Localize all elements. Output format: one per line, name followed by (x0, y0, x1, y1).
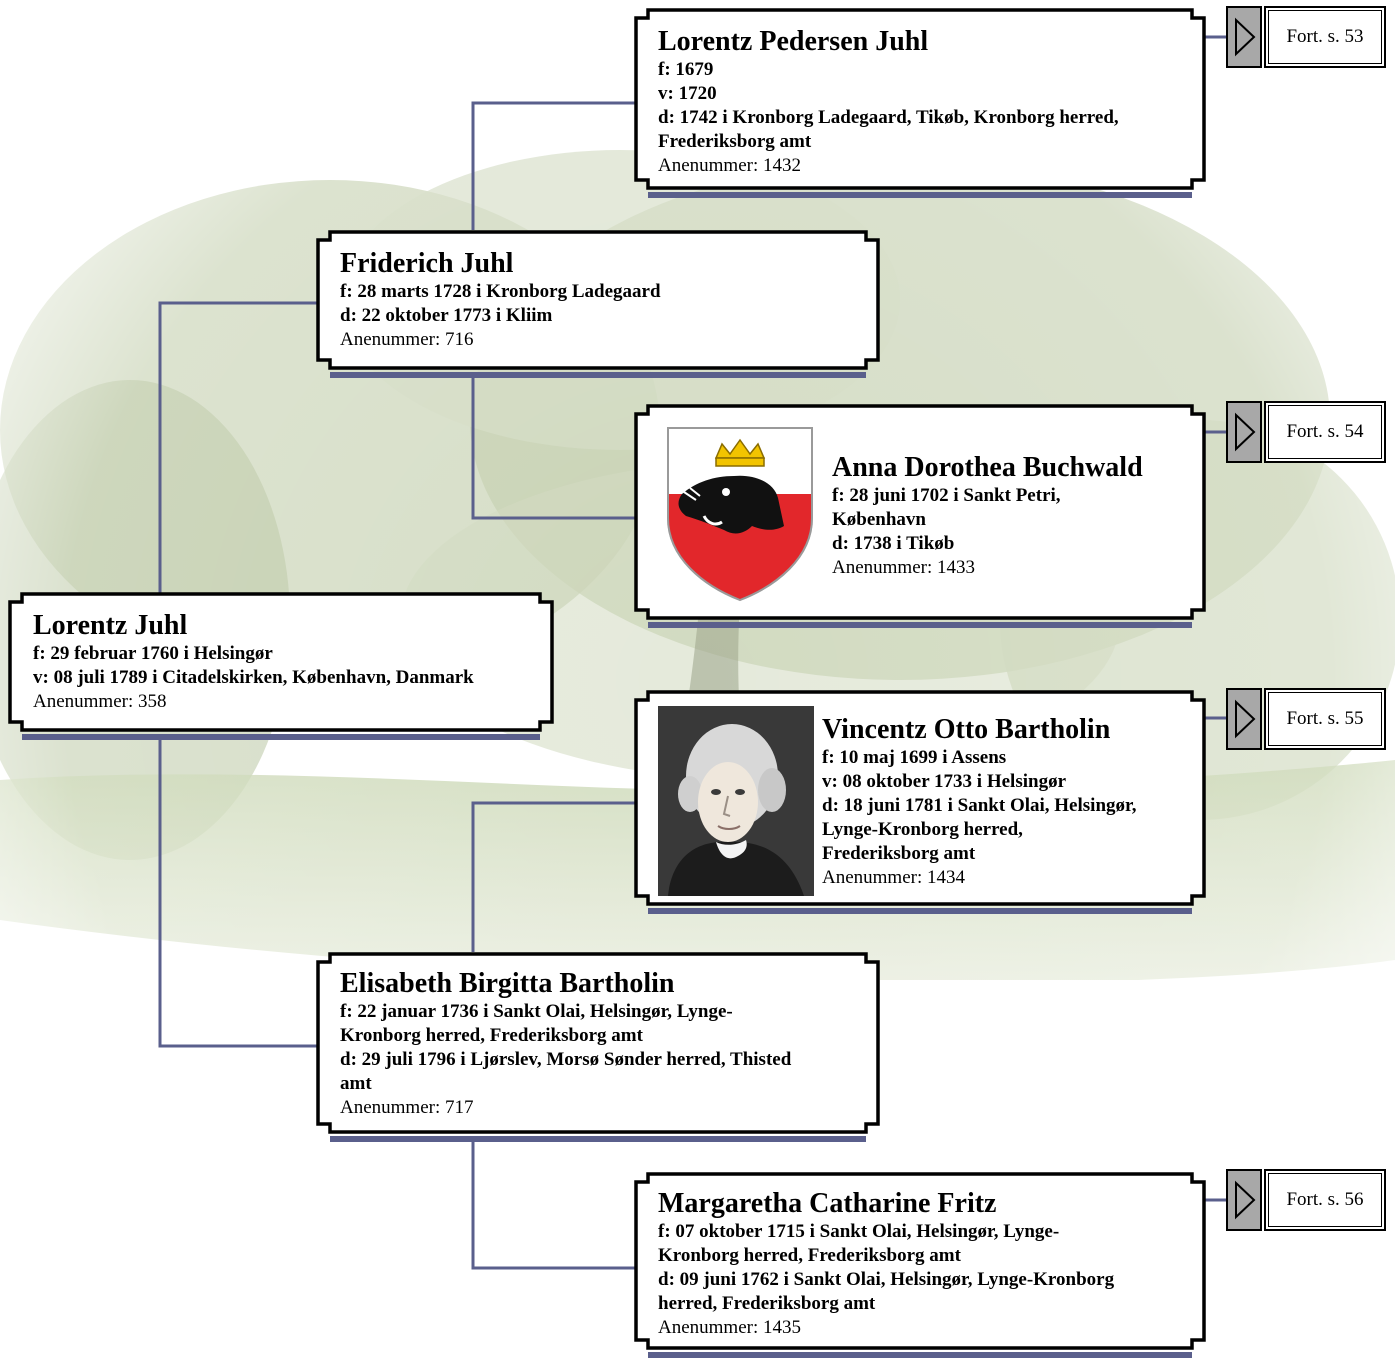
marriage-fact: v: 08 oktober 1733 i Helsingør (822, 771, 1067, 792)
continuation-link-1432[interactable]: Fort. s. 53 (1226, 6, 1386, 68)
birth-fact-cont: Kronborg herred, Frederiksborg amt (658, 1245, 961, 1266)
birth-fact: f: 07 oktober 1715 i Sankt Olai, Helsing… (658, 1221, 1060, 1242)
person-name: Anna Dorothea Buchwald (832, 452, 1143, 483)
continuation-link-1434[interactable]: Fort. s. 55 (1226, 688, 1386, 750)
card-shadow (22, 734, 540, 740)
person-card-358[interactable]: Lorentz Juhl f: 29 februar 1760 i Helsin… (8, 592, 554, 740)
coat-of-arms-icon (656, 418, 824, 610)
death-fact-cont: herred, Frederiksborg amt (658, 1293, 876, 1314)
connector-716-1432 (471, 101, 636, 230)
continuation-box: Fort. s. 54 (1264, 401, 1386, 463)
portrait-photo (658, 706, 814, 896)
person-name: Elisabeth Birgitta Bartholin (340, 968, 675, 999)
card-frame (8, 592, 554, 732)
person-card-1432[interactable]: Lorentz Pedersen Juhl f: 1679 v: 1720 d:… (634, 8, 1206, 198)
death-fact: d: 1742 i Kronborg Ladegaard, Tikøb, Kro… (658, 107, 1119, 128)
birth-fact-cont: København (832, 509, 926, 530)
marriage-fact: v: 08 juli 1789 i Citadelskirken, Københ… (33, 667, 474, 688)
death-fact-cont: amt (340, 1073, 372, 1094)
birth-fact: f: 28 juni 1702 i Sankt Petri, (832, 485, 1061, 506)
death-fact: d: 09 juni 1762 i Sankt Olai, Helsingør,… (658, 1269, 1115, 1290)
birth-fact: f: 1679 (658, 59, 714, 80)
card-shadow (330, 372, 866, 378)
person-name: Friderich Juhl (340, 248, 514, 279)
continuation-label: Fort. s. 56 (1286, 1189, 1364, 1210)
arrow-right-icon (1226, 6, 1262, 68)
card-frame (634, 8, 1206, 190)
person-name: Vincentz Otto Bartholin (822, 714, 1111, 745)
connector-716-1433 (471, 378, 636, 520)
death-fact: d: 29 juli 1796 i Ljørslev, Morsø Sønder… (340, 1049, 792, 1070)
connector-717-1435 (471, 1142, 636, 1270)
continuation-label: Fort. s. 54 (1286, 421, 1364, 442)
ancestor-number: Anenummer: 358 (33, 691, 167, 712)
person-card-1433[interactable]: Anna Dorothea Buchwald f: 28 juni 1702 i… (634, 404, 1206, 628)
arrow-right-icon (1226, 401, 1262, 463)
arrow-right-icon (1226, 1169, 1262, 1231)
card-frame (316, 230, 880, 370)
person-card-716[interactable]: Friderich Juhl f: 28 marts 1728 i Kronbo… (316, 230, 880, 378)
death-fact-cont: Lynge-Kronborg herred, (822, 819, 1023, 840)
continuation-link-1435[interactable]: Fort. s. 56 (1226, 1169, 1386, 1231)
person-name: Lorentz Juhl (33, 610, 188, 641)
ancestor-number: Anenummer: 717 (340, 1097, 474, 1118)
death-fact: d: 1738 i Tikøb (832, 533, 955, 554)
continuation-box: Fort. s. 56 (1264, 1169, 1386, 1231)
card-shadow (648, 622, 1192, 628)
card-shadow (648, 908, 1192, 914)
card-shadow (648, 1352, 1192, 1358)
continuation-label: Fort. s. 53 (1286, 26, 1364, 47)
ancestor-number: Anenummer: 1432 (658, 155, 802, 176)
continuation-box: Fort. s. 55 (1264, 688, 1386, 750)
birth-fact: f: 29 februar 1760 i Helsingør (33, 643, 273, 664)
death-fact-cont2: Frederiksborg amt (822, 843, 976, 864)
person-name: Lorentz Pedersen Juhl (658, 26, 929, 57)
death-fact: d: 18 juni 1781 i Sankt Olai, Helsingør, (822, 795, 1137, 816)
marriage-fact: v: 1720 (658, 83, 717, 104)
person-card-1435[interactable]: Margaretha Catharine Fritz f: 07 oktober… (634, 1172, 1206, 1358)
continuation-link-1433[interactable]: Fort. s. 54 (1226, 401, 1386, 463)
continuation-label: Fort. s. 55 (1286, 708, 1364, 729)
person-name: Margaretha Catharine Fritz (658, 1188, 997, 1219)
card-shadow (330, 1136, 866, 1142)
card-frame (634, 1172, 1206, 1350)
card-frame (316, 952, 880, 1134)
ancestor-number: Anenummer: 1434 (822, 867, 966, 888)
card-shadow (648, 192, 1192, 198)
ancestor-number: Anenummer: 716 (340, 329, 474, 350)
continuation-box: Fort. s. 53 (1264, 6, 1386, 68)
ancestor-number: Anenummer: 1435 (658, 1317, 802, 1338)
ancestor-number: Anenummer: 1433 (832, 557, 976, 578)
birth-fact-cont: Kronborg herred, Frederiksborg amt (340, 1025, 643, 1046)
connector-358-716 (158, 301, 318, 597)
death-fact: d: 22 oktober 1773 i Kliim (340, 305, 553, 326)
connector-717-1434 (471, 801, 636, 952)
death-fact-cont: Frederiksborg amt (658, 131, 812, 152)
connector-358-717 (158, 735, 318, 1048)
birth-fact: f: 28 marts 1728 i Kronborg Ladegaard (340, 281, 661, 302)
birth-fact: f: 22 januar 1736 i Sankt Olai, Helsingø… (340, 1001, 733, 1022)
birth-fact: f: 10 maj 1699 i Assens (822, 747, 1007, 768)
arrow-right-icon (1226, 688, 1262, 750)
person-card-717[interactable]: Elisabeth Birgitta Bartholin f: 22 janua… (316, 952, 880, 1142)
person-card-1434[interactable]: Vincentz Otto Bartholin f: 10 maj 1699 i… (634, 690, 1206, 914)
